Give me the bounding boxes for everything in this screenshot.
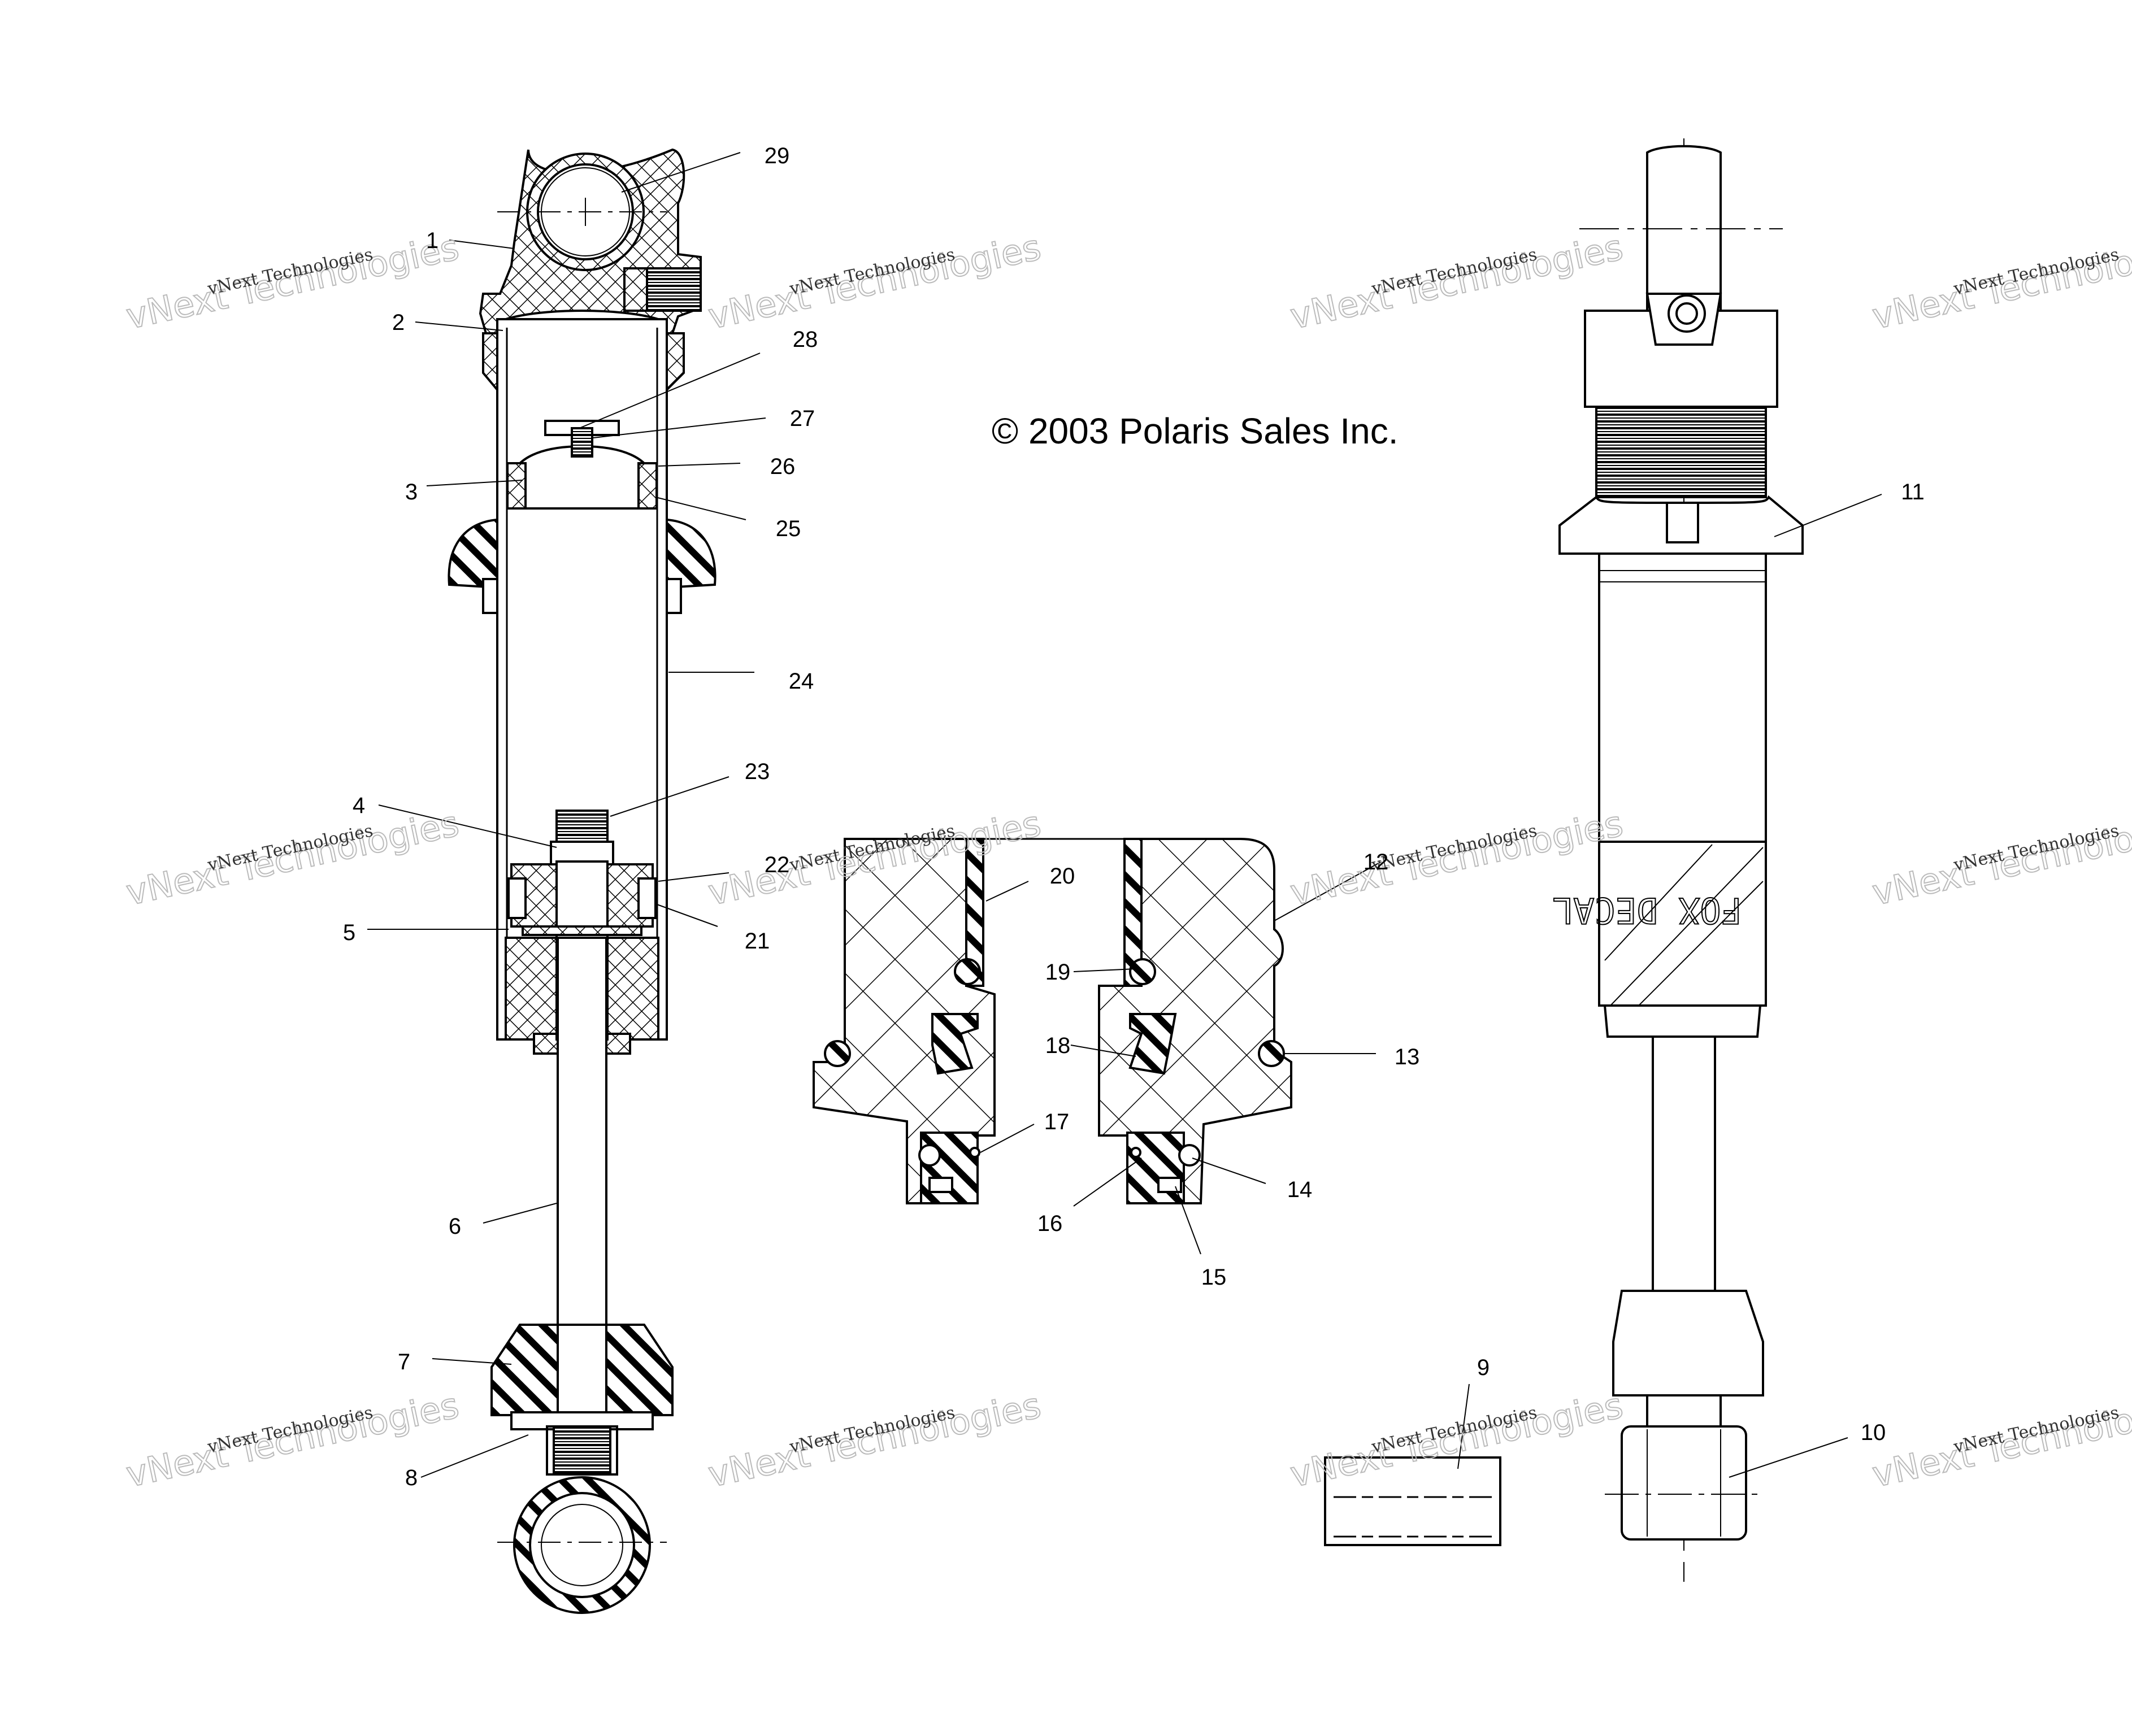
bottom-out-bumper (448, 518, 717, 614)
callout-27: 27 (790, 406, 815, 431)
callout-26: 26 (770, 454, 796, 479)
callout-12: 12 (1364, 850, 1389, 874)
callout-17: 17 (1044, 1110, 1070, 1134)
floating-piston (506, 420, 658, 510)
callout-29: 29 (765, 143, 790, 168)
callout-22: 22 (765, 852, 790, 877)
callout-23: 23 (745, 759, 770, 784)
watermark-outline-text: vNext Technologies (123, 227, 462, 337)
callout-5: 5 (343, 920, 355, 945)
shaft (557, 937, 607, 1329)
callout-15: 15 (1201, 1265, 1227, 1290)
callout-25: 25 (776, 516, 801, 541)
callout-4: 4 (353, 793, 365, 818)
decal-text: FOX DECAL (1552, 890, 1742, 931)
callout-14: 14 (1287, 1177, 1313, 1202)
callout-3: 3 (405, 480, 418, 504)
bottom-eyelet (497, 1425, 667, 1614)
callout-18: 18 (1045, 1033, 1071, 1058)
watermark-outline-text: vNext Technologies (1287, 227, 1626, 337)
callout-2: 2 (392, 310, 405, 335)
watermark-outline-text: vNext Technologies (705, 227, 1044, 337)
callout-21: 21 (745, 929, 770, 954)
callout-19: 19 (1045, 960, 1071, 985)
callout-13: 13 (1395, 1045, 1420, 1069)
shock-exterior-view: FOX DECAL (1552, 138, 1804, 1582)
callout-7: 7 (398, 1350, 410, 1374)
watermark-outline-text: vNext Technologies (705, 1385, 1044, 1495)
callout-20: 20 (1050, 864, 1075, 889)
callout-9: 9 (1477, 1355, 1490, 1380)
callout-28: 28 (793, 327, 818, 352)
main-piston (507, 810, 657, 939)
leader-lines (367, 152, 1882, 1478)
decal-part-9 (1324, 1456, 1501, 1546)
callout-8: 8 (405, 1465, 418, 1490)
sectioned-shock-assembly (448, 148, 717, 1614)
callout-layer: 1234567891011121314151617181920212223242… (343, 143, 1925, 1490)
callout-16: 16 (1037, 1211, 1063, 1236)
copyright-text: © 2003 Polaris Sales Inc. (992, 411, 1399, 451)
callout-1: 1 (426, 228, 438, 253)
callout-11: 11 (1901, 480, 1925, 504)
bottom-bumper (490, 1324, 674, 1430)
callout-6: 6 (449, 1214, 461, 1239)
seal-head-detail (813, 838, 1292, 1204)
watermark-outline-text: vNext Technologies (123, 803, 462, 913)
callout-24: 24 (789, 669, 814, 694)
callout-10: 10 (1861, 1420, 1886, 1445)
